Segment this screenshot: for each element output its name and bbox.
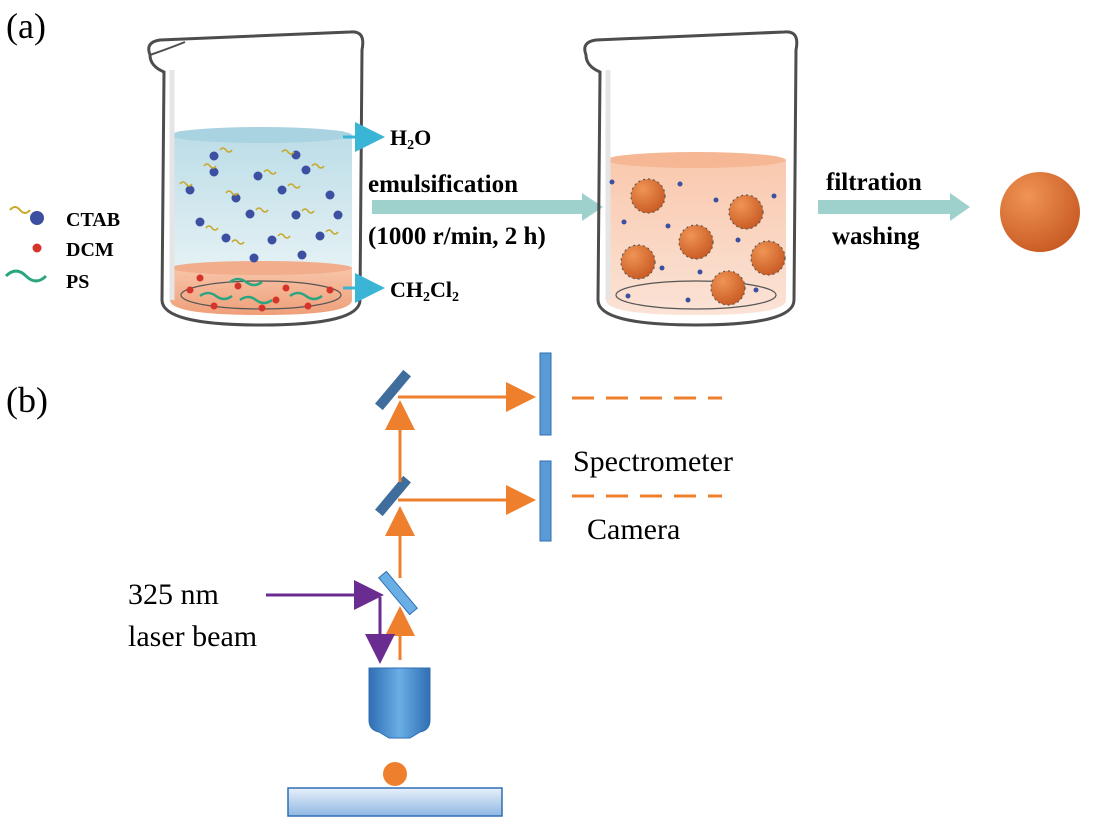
panel-b-label: (b) xyxy=(6,380,48,420)
sample-stage xyxy=(287,787,503,817)
step1-condition: (1000 r/min, 2 h) xyxy=(368,223,546,250)
sample-microsphere xyxy=(383,762,407,786)
dichroic-mirror xyxy=(378,570,418,616)
dcm-label: CH2Cl2 xyxy=(390,277,459,305)
step2-label-line2: washing xyxy=(832,223,920,250)
legend: CTAB DCM PS xyxy=(4,206,120,293)
objective-lens xyxy=(368,667,431,739)
dcm-droplets xyxy=(186,274,334,312)
beaker-1 xyxy=(147,30,365,327)
ctab-surfactant-icon xyxy=(9,206,44,225)
step2-label-line1: filtration xyxy=(826,169,922,196)
beaker-2 xyxy=(583,30,799,327)
step2-arrow xyxy=(818,193,970,221)
step1-label: emulsification xyxy=(368,171,518,198)
beaker-1-water xyxy=(170,135,352,268)
legend-label-ctab: CTAB xyxy=(66,209,120,231)
legend-label-dcm: DCM xyxy=(66,239,114,261)
water-label: H2O xyxy=(390,125,431,153)
panel-a-label: (a) xyxy=(6,6,46,46)
ps-microspheres xyxy=(609,178,786,306)
emission-beam-path xyxy=(385,382,536,660)
middle-mirror xyxy=(375,475,411,517)
ctab-molecules xyxy=(185,150,343,263)
camera-label: Camera xyxy=(587,513,680,546)
camera-plate xyxy=(539,460,552,542)
laser-label-line2: laser beam xyxy=(128,620,257,653)
laser-beam-path xyxy=(266,580,395,664)
top-mirror xyxy=(375,369,411,411)
legend-label-ps: PS xyxy=(66,271,89,293)
spectrometer-plate xyxy=(539,352,552,436)
ps-chains xyxy=(199,277,323,305)
dcm-droplet-icon xyxy=(32,243,42,253)
final-microsphere xyxy=(1000,172,1080,252)
ps-chain-icon xyxy=(4,269,48,283)
spectrometer-label: Spectrometer xyxy=(573,445,733,478)
laser-label-line1: 325 nm xyxy=(128,578,219,611)
step1-arrow xyxy=(372,193,603,221)
